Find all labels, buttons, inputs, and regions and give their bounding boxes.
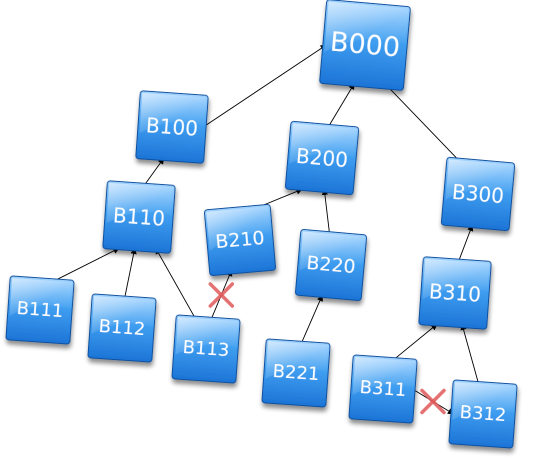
blocked-marks-layer	[208, 282, 446, 415]
node-gloss	[91, 295, 155, 334]
node-b312: B312	[448, 379, 518, 449]
node-label: B200	[295, 144, 349, 172]
node-b110: B110	[102, 180, 176, 254]
node-gloss	[352, 356, 416, 395]
node-b113: B113	[171, 314, 241, 384]
node-gloss	[422, 258, 490, 300]
node-gloss	[106, 182, 174, 224]
node-gloss	[206, 206, 271, 251]
node-gloss	[452, 381, 516, 420]
node-label: B311	[359, 377, 407, 401]
edge-b312-to-b310	[460, 323, 480, 385]
edge-b111-to-b110	[54, 247, 120, 281]
node-gloss	[445, 159, 513, 200]
node-b111: B111	[5, 275, 75, 345]
node-label: B210	[214, 227, 265, 253]
node-b221: B221	[261, 338, 331, 408]
node-b310: B310	[418, 256, 492, 330]
node-gloss	[175, 316, 239, 355]
node-gloss	[299, 231, 365, 271]
edges-layer	[54, 44, 480, 415]
node-label: B000	[329, 27, 401, 64]
node-b300: B300	[440, 156, 516, 232]
edge-b300-to-b000	[384, 83, 462, 164]
node-gloss	[289, 123, 357, 164]
edge-b310-to-b300	[458, 224, 474, 262]
edge-b110-to-b100	[143, 157, 165, 186]
node-label: B113	[182, 337, 230, 361]
edge-b112-to-b110	[124, 247, 137, 299]
node-label: B100	[145, 113, 198, 141]
node-label: B112	[98, 316, 146, 340]
node-gloss	[265, 340, 329, 379]
node-b112: B112	[87, 293, 157, 363]
node-gloss	[139, 92, 207, 134]
edge-b113-to-b110	[155, 247, 197, 320]
node-b000: B000	[319, 0, 411, 91]
nodes-layer: B000B100B200B300B110B210B220B310B111B112…	[5, 0, 518, 449]
node-label: B221	[272, 361, 320, 385]
node-label: B310	[428, 279, 481, 307]
edge-b311-to-b310	[393, 323, 438, 360]
node-label: B220	[305, 252, 356, 278]
node-gloss	[324, 1, 409, 52]
node-label: B312	[459, 402, 507, 426]
node-b100: B100	[135, 90, 209, 164]
node-b200: B200	[284, 120, 360, 196]
node-gloss	[9, 277, 73, 316]
blocked-x-icon	[208, 282, 235, 308]
node-label: B111	[16, 298, 64, 322]
blocked-x-icon	[420, 388, 446, 415]
edge-b221-to-b220	[300, 294, 323, 344]
node-b220: B220	[294, 228, 368, 302]
node-b311: B311	[348, 354, 418, 424]
edge-b200-to-b000	[328, 83, 355, 127]
edge-b220-to-b200	[321, 188, 331, 235]
node-label: B110	[112, 203, 165, 231]
node-label: B300	[451, 180, 505, 208]
edge-b100-to-b000	[203, 44, 327, 128]
node-b210: B210	[203, 203, 277, 277]
